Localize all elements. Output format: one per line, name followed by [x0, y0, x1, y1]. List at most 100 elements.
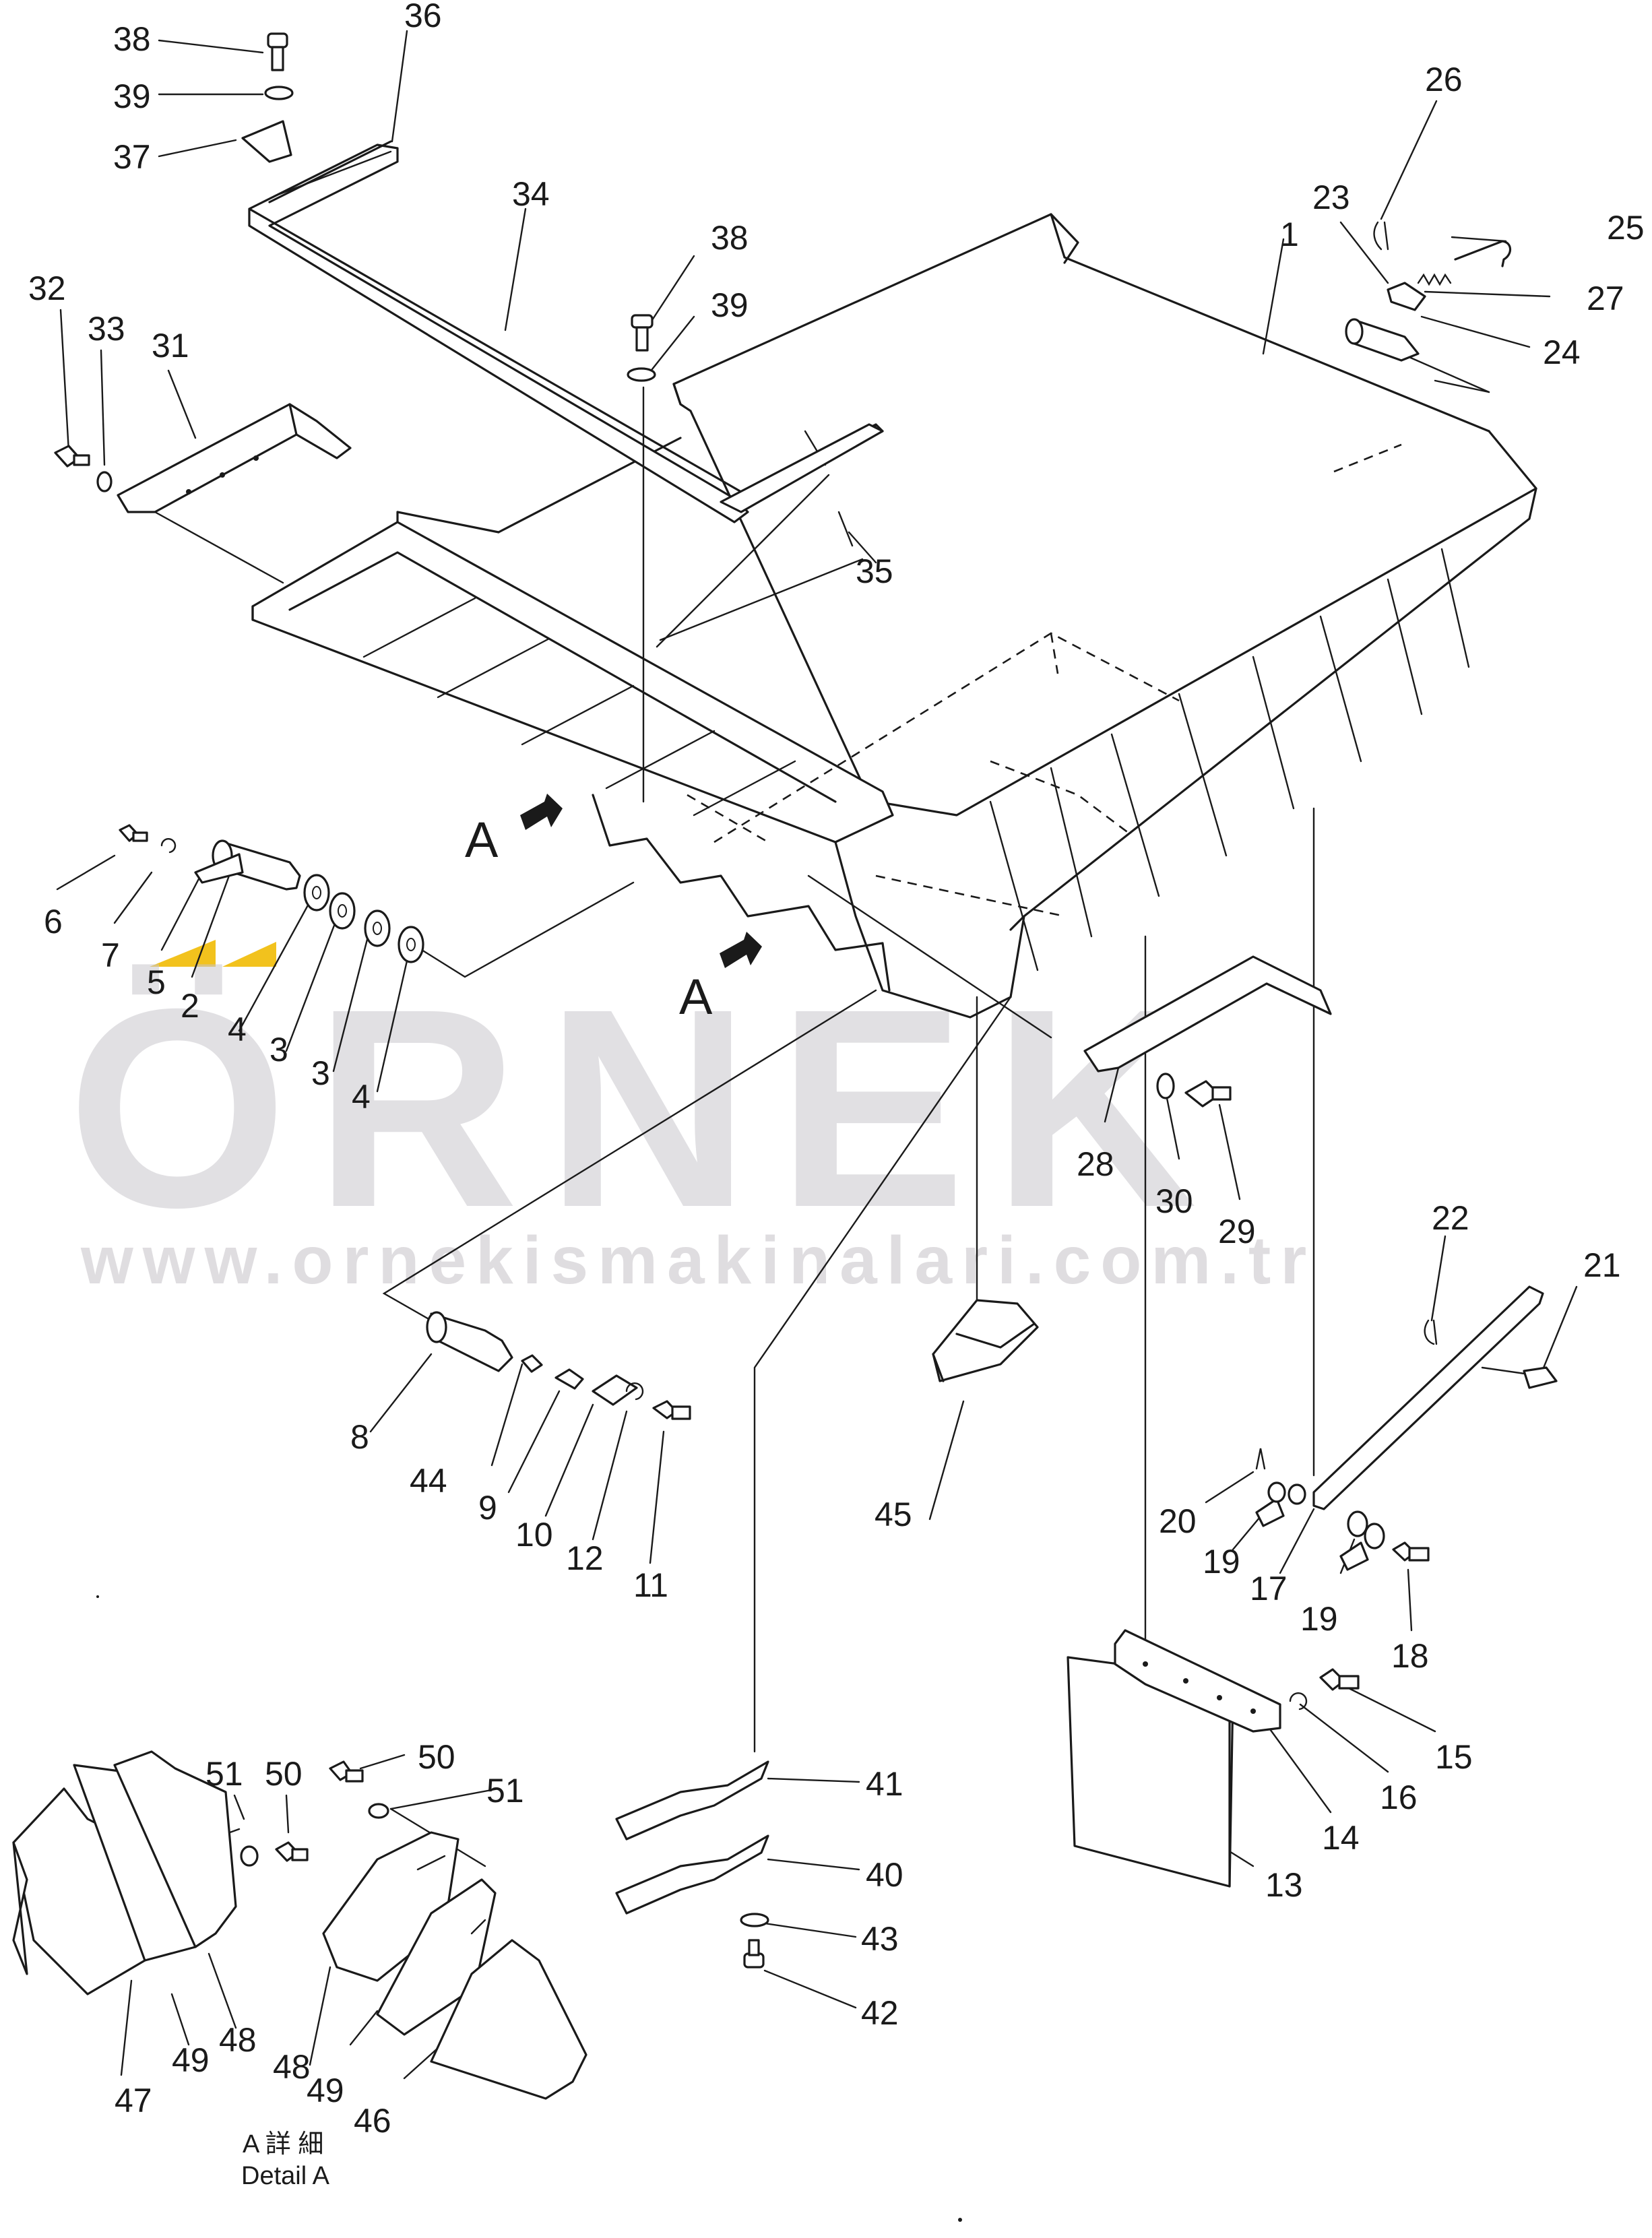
washer-12: [625, 1382, 644, 1401]
washer-19-a: [1255, 1498, 1285, 1527]
callout-19-b: 19: [1300, 1600, 1338, 1638]
callout-17: 17: [1250, 1570, 1288, 1607]
callout-19-a: 19: [1203, 1543, 1240, 1580]
plate-10: [592, 1374, 638, 1406]
washer-19-c: [1364, 1523, 1385, 1549]
washer-43: [740, 1913, 769, 1927]
callout-18: 18: [1391, 1637, 1429, 1675]
spring-27: [1417, 273, 1452, 286]
callout-4-a: 4: [228, 1011, 247, 1048]
cotter-pin-26: [1373, 221, 1389, 251]
callout-labels: 38 36 39 37 34 38 39 26 23 1 25 27 24 32…: [28, 0, 1645, 2140]
callout-38-center: 38: [711, 219, 749, 257]
bolt-15: [1319, 1668, 1360, 1691]
callout-41: 41: [866, 1765, 903, 1803]
bolt-50-b: [275, 1841, 309, 1862]
callout-22: 22: [1432, 1199, 1469, 1237]
callout-21: 21: [1583, 1246, 1621, 1284]
plate-41: [615, 1760, 769, 1841]
callout-27: 27: [1587, 280, 1624, 317]
plate-31: [117, 403, 352, 513]
callout-39-center: 39: [711, 286, 749, 324]
washer-7: [160, 838, 177, 854]
callout-26: 26: [1425, 61, 1463, 98]
washer-17-a: [1267, 1481, 1286, 1503]
detail-caption-line2: Detail A: [241, 2162, 330, 2190]
callout-4-b: 4: [352, 1078, 371, 1116]
callout-51-b: 51: [486, 1772, 524, 1810]
callout-20: 20: [1159, 1502, 1197, 1540]
callout-10: 10: [515, 1516, 553, 1554]
washer-4-a: [303, 874, 330, 912]
callout-47: 47: [115, 2082, 152, 2119]
callout-28: 28: [1077, 1145, 1114, 1183]
bolt-50-a: [329, 1760, 364, 1783]
nut-9: [554, 1368, 584, 1390]
bolt-29: [1184, 1080, 1232, 1108]
callout-8: 8: [350, 1418, 369, 1456]
bracket-19: [1339, 1541, 1369, 1571]
plate-40: [615, 1834, 769, 1915]
cotter-20: [1255, 1448, 1266, 1470]
callout-29: 29: [1218, 1213, 1256, 1250]
watermark: ÖRNEK www.ornekismakinalari.com.tr: [67, 940, 1316, 1298]
callout-43: 43: [861, 1920, 899, 1958]
washer-19-b: [1347, 1510, 1368, 1537]
callout-11: 11: [633, 1566, 668, 1604]
callout-13: 13: [1265, 1866, 1303, 1904]
bolt-6: [119, 824, 148, 842]
callout-36: 36: [404, 0, 442, 34]
callout-33: 33: [88, 310, 125, 348]
callout-15: 15: [1435, 1738, 1473, 1776]
rail-14: [1114, 1629, 1281, 1733]
callout-14: 14: [1322, 1819, 1360, 1857]
watermark-url: www.ornekismakinalari.com.tr: [80, 1223, 1316, 1298]
small-parts: [12, 32, 1558, 2100]
callout-51-a: 51: [205, 1755, 243, 1793]
bolt-11: [652, 1400, 691, 1420]
view-marker-a-upper: A: [465, 812, 499, 868]
pin-24: [1345, 318, 1420, 362]
callout-50-a: 50: [265, 1755, 303, 1793]
cotter-22: [1424, 1319, 1438, 1345]
callout-48-b: 48: [273, 2048, 311, 2086]
washer-39-top: [264, 86, 294, 100]
callout-49-b: 49: [307, 2072, 344, 2109]
washer-51-b: [240, 1845, 259, 1867]
callout-38: 38: [113, 20, 151, 58]
plate-37: [241, 120, 292, 163]
pin-21-end: [1523, 1366, 1558, 1389]
bolt-38-center: [631, 314, 654, 352]
callout-48-a: 48: [219, 2021, 257, 2059]
callout-45: 45: [875, 1496, 912, 1533]
washer-39-center: [627, 367, 656, 382]
washer-17-b: [1288, 1483, 1306, 1505]
callout-42: 42: [861, 1994, 899, 2032]
watermark-brand: ÖRNEK: [67, 951, 1224, 1267]
washer-33: [96, 471, 113, 492]
callout-24: 24: [1543, 333, 1581, 371]
washer-4-b: [398, 926, 424, 963]
callout-1: 1: [1280, 216, 1299, 253]
bolt-25: [1454, 240, 1512, 267]
bolt-18: [1392, 1541, 1430, 1562]
view-arrow-a-upper: [520, 794, 563, 830]
callout-3-b: 3: [311, 1054, 330, 1092]
watermark-accent-left: [150, 940, 216, 967]
callout-2: 2: [181, 987, 199, 1025]
callout-30: 30: [1155, 1182, 1193, 1220]
callout-9: 9: [478, 1489, 497, 1527]
callout-31: 31: [152, 327, 189, 364]
callout-16: 16: [1380, 1779, 1418, 1816]
callout-3-a: 3: [269, 1031, 288, 1068]
callout-5: 5: [147, 963, 166, 1001]
callout-46: 46: [354, 2102, 391, 2140]
lock-plate-5: [194, 853, 244, 884]
bolt-44: [521, 1354, 543, 1373]
bracket-35: [720, 423, 884, 513]
callout-39: 39: [113, 77, 151, 115]
dump-body: [251, 213, 1537, 1019]
view-marker-a-lower: A: [679, 969, 713, 1025]
callout-34: 34: [512, 175, 550, 213]
rod-21: [1312, 1285, 1544, 1510]
